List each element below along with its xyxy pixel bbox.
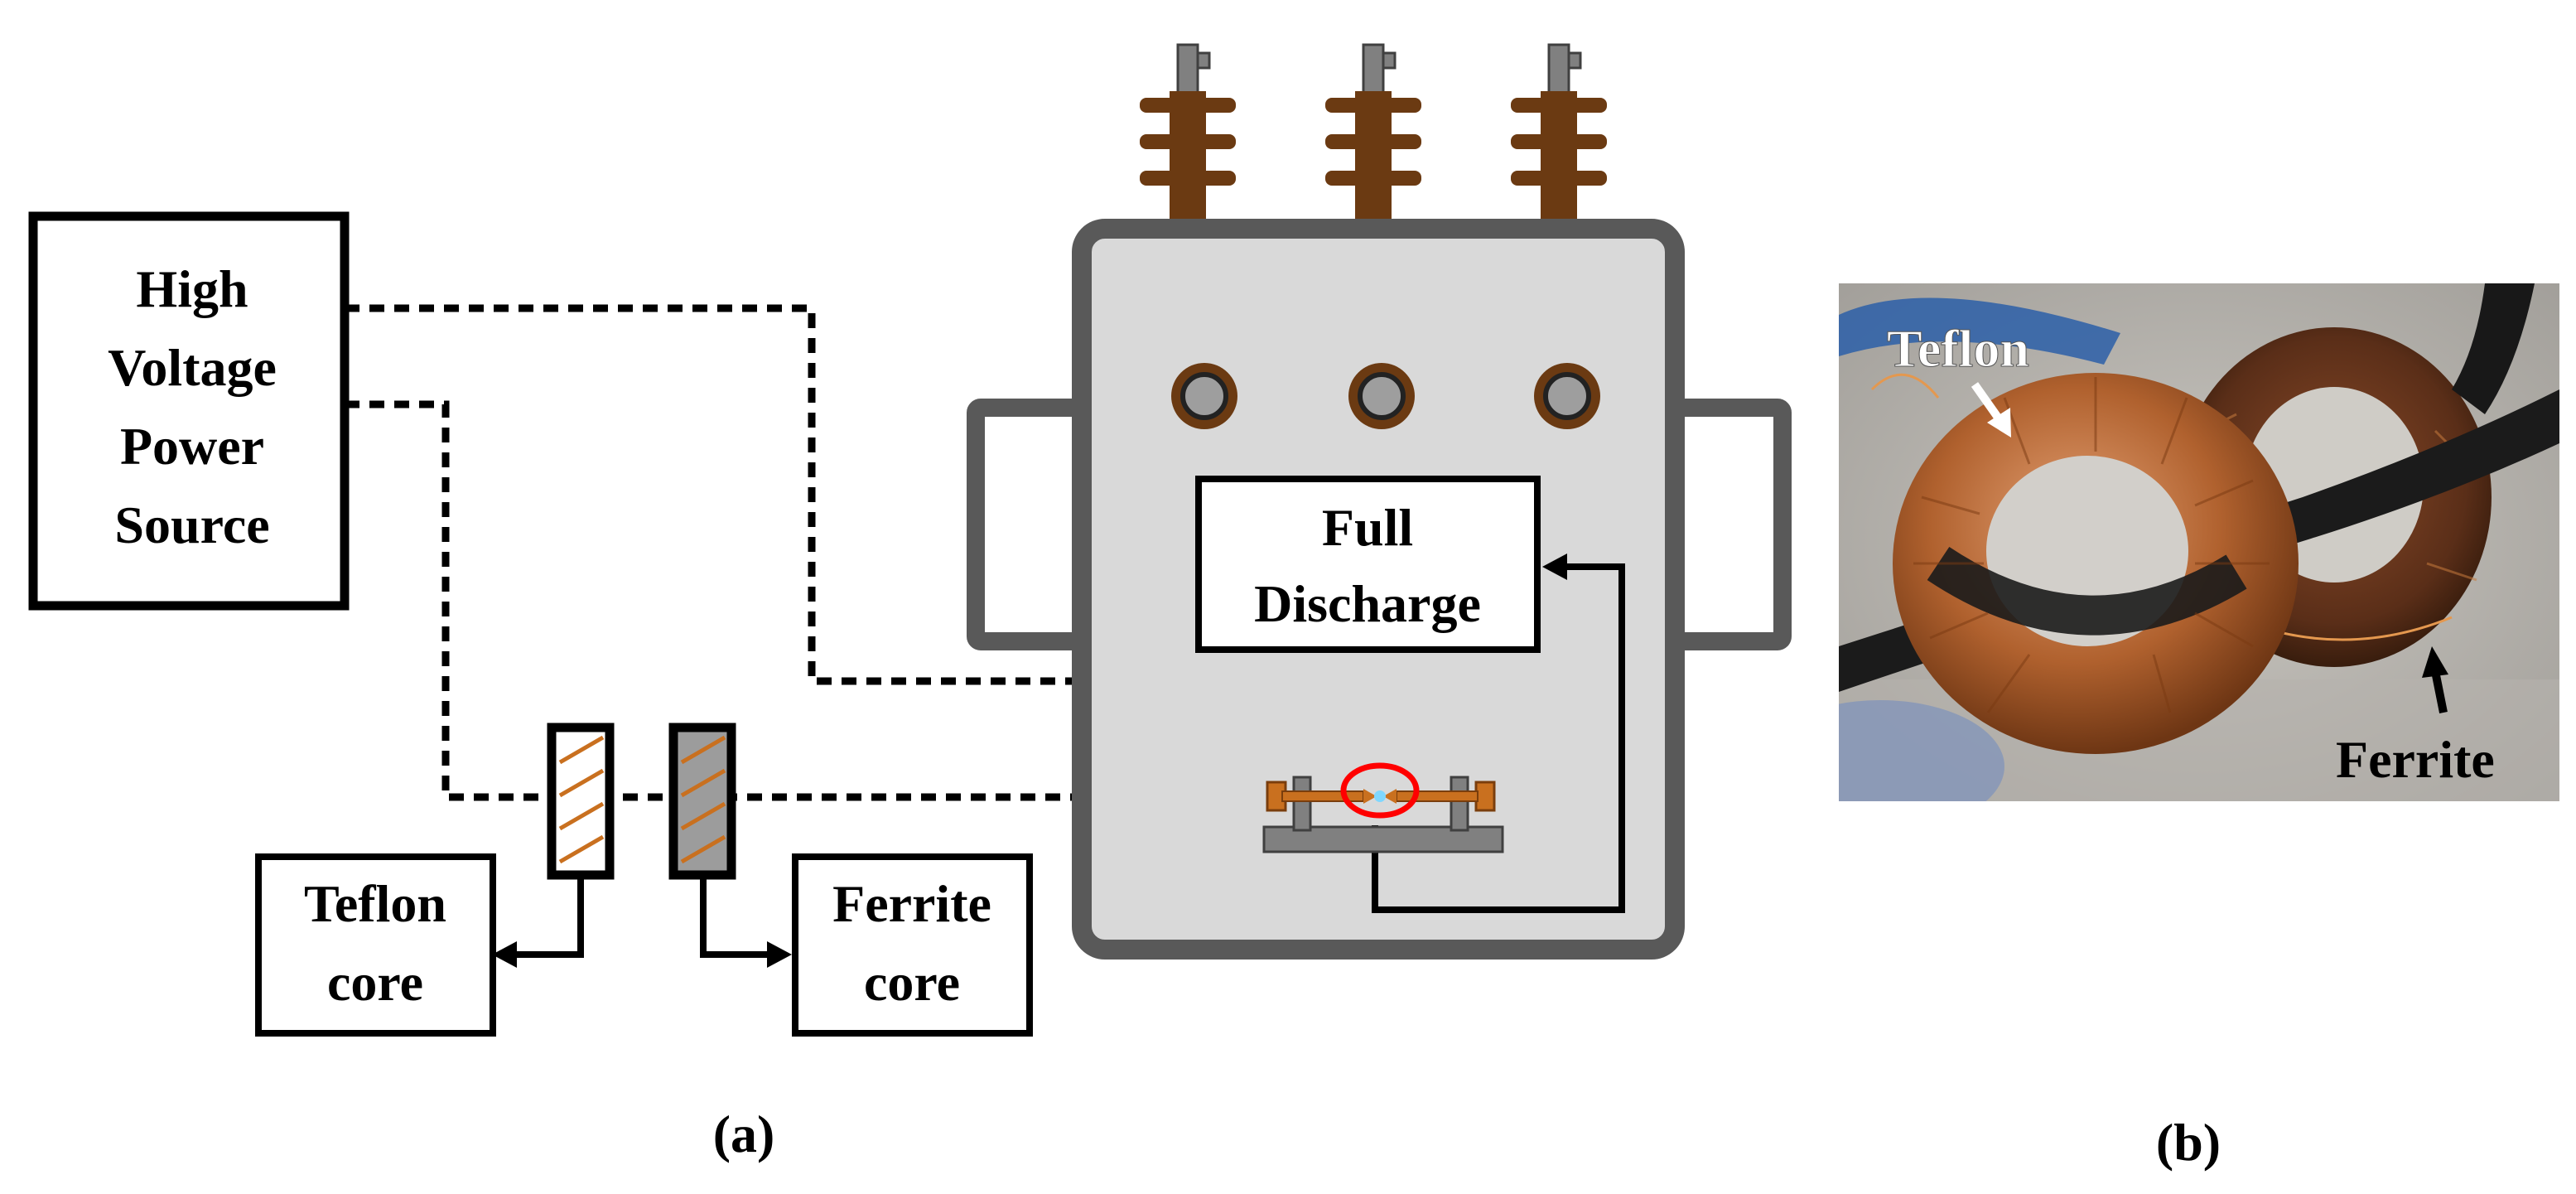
- panel-a: High Voltage Power Source: [28, 43, 1792, 1163]
- teflon-pointer-arrow: [1971, 382, 2011, 437]
- high-voltage-power-source: High Voltage Power Source: [28, 211, 350, 611]
- panel-b: Teflon Ferrite (b): [1839, 283, 2559, 1172]
- ferrite-core-box: Ferrite core: [792, 853, 1033, 1037]
- discharge-label-line-2: Discharge: [1254, 574, 1481, 633]
- discharge-location-ring: [1340, 762, 1420, 819]
- ferrite-arrowhead: [767, 941, 792, 968]
- bushing-2: [1325, 43, 1421, 224]
- caption-b: (b): [2156, 1113, 2221, 1172]
- tank-terminals: [1171, 363, 1600, 429]
- teflon-core-box: Teflon core: [255, 853, 496, 1037]
- source-label-line-3: Power: [120, 417, 264, 476]
- ferrite-box-line-2: core: [864, 953, 960, 1012]
- bushing-3: [1511, 43, 1607, 224]
- full-discharge-box: Full Discharge: [1195, 476, 1541, 653]
- teflon-arrowhead: [492, 941, 517, 968]
- source-label-line-1: High: [136, 259, 248, 318]
- hv-lead-lower: [345, 400, 1259, 801]
- teflon-core-sensor: [547, 723, 615, 880]
- discharge-arrowhead: [1542, 553, 1567, 580]
- caption-a: (a): [713, 1105, 775, 1163]
- ferrite-core-sensor: [668, 723, 736, 880]
- transformer: Full Discharge: [967, 43, 1792, 960]
- sensor-output-arrows: [505, 875, 779, 958]
- photo-ferrite-label: Ferrite: [2336, 730, 2495, 789]
- transformer-left-handle: [967, 399, 1093, 650]
- teflon-arrow-line: [505, 875, 584, 958]
- transformer-right-handle: [1666, 399, 1792, 650]
- teflon-toroid: [1870, 373, 2299, 754]
- source-label-line-4: Source: [114, 495, 269, 554]
- toroid-photo: [1839, 283, 2559, 801]
- source-label-line-2: Voltage: [108, 338, 277, 397]
- spark-gap-electrodes: [1262, 762, 1504, 853]
- ferrite-box-line-1: Ferrite: [832, 874, 991, 933]
- discharge-label-line-1: Full: [1322, 498, 1413, 557]
- photo-teflon-label: Teflon: [1887, 319, 2029, 378]
- teflon-box-line-2: core: [327, 953, 423, 1012]
- ferrite-arrow-line: [700, 875, 779, 958]
- ferrite-pointer-arrow: [2422, 646, 2448, 713]
- bushing-1: [1140, 43, 1236, 224]
- teflon-box-line-1: Teflon: [304, 874, 446, 933]
- discharge-signal-line: [1372, 563, 1625, 913]
